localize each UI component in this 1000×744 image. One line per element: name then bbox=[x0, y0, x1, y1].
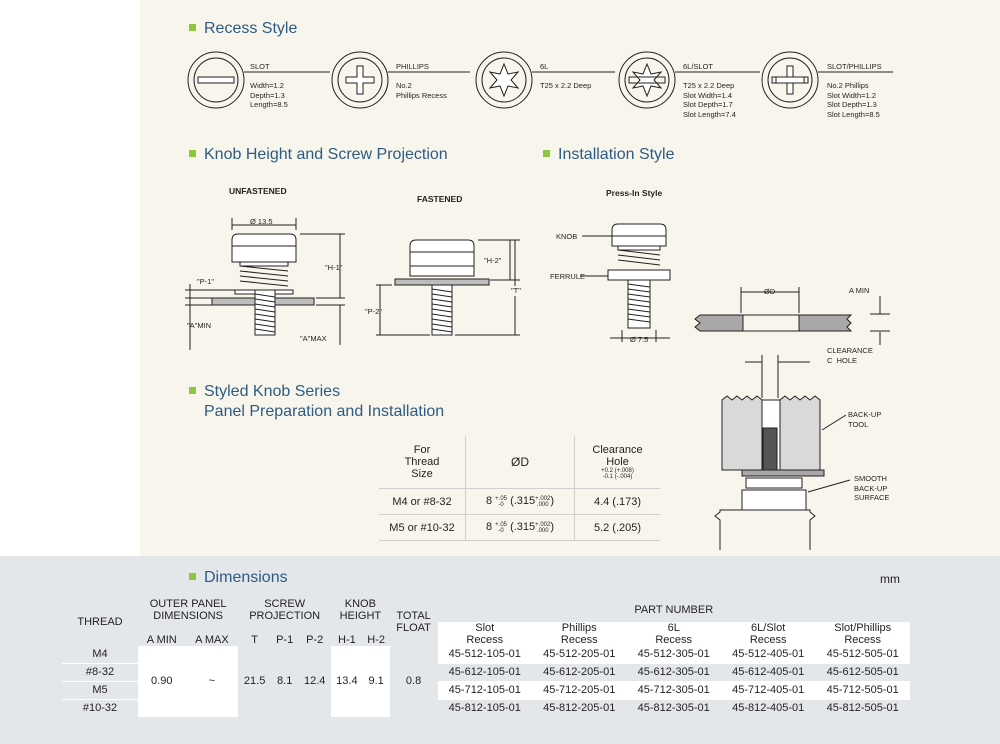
panel-prep-title-2: Panel Preparation and Installation bbox=[204, 403, 445, 420]
bullet-icon bbox=[189, 150, 196, 157]
panel-hole-drawing bbox=[694, 287, 890, 345]
ferrule-callout: FERRULE bbox=[550, 272, 586, 281]
amin-label: "A"MIN bbox=[187, 321, 212, 330]
panel-amin-label: A MIN bbox=[849, 286, 870, 295]
ferrule-diameter-label: Ø 7.5 bbox=[630, 335, 649, 344]
p2-label: "P-2" bbox=[365, 307, 382, 316]
t-label: "T" bbox=[511, 286, 521, 296]
knob-height-title: Knob Height and Screw Projection bbox=[204, 146, 448, 163]
unfastened-knob-drawing bbox=[185, 218, 345, 350]
press-in-drawing bbox=[580, 223, 671, 342]
amax-label: "A"MAX bbox=[300, 334, 327, 343]
6l-slot-recess-icon bbox=[618, 51, 760, 109]
knob-diameter-label: Ø 13.5 bbox=[250, 217, 273, 226]
dimensions-title: Dimensions bbox=[204, 569, 288, 586]
fastened-caption: FASTENED bbox=[417, 194, 463, 204]
slot-recess-icon bbox=[187, 51, 330, 109]
slot-phillips-recess-icon bbox=[761, 51, 893, 109]
table-row: M4 0.90 ~ 21.5 8.1 12.4 13.4 9.1 0.8 45-… bbox=[62, 646, 910, 717]
bullet-icon bbox=[189, 24, 196, 31]
knob-height-heading: Knob Height and Screw Projection bbox=[189, 145, 448, 165]
press-in-caption: Press-In Style bbox=[606, 188, 663, 198]
bullet-icon bbox=[189, 387, 196, 394]
thread-header: THREAD bbox=[77, 616, 123, 628]
p1-label: "P-1" bbox=[197, 277, 214, 286]
panel-prep-row: M5 or #10-32 8 +.05-0 (.315+.002.000) 5.… bbox=[379, 514, 660, 541]
installation-style-title: Installation Style bbox=[558, 146, 675, 163]
part-number-header: PART NUMBER bbox=[634, 604, 714, 616]
recess-style-heading: Recess Style bbox=[189, 19, 297, 39]
h2-label: "H-2" bbox=[484, 256, 502, 265]
knob-callout: KNOB bbox=[556, 232, 578, 241]
dimensions-heading: Dimensions bbox=[189, 568, 288, 588]
unit-label: mm bbox=[880, 572, 900, 586]
fastened-knob-drawing bbox=[376, 239, 520, 336]
od-label: ØD bbox=[764, 287, 776, 296]
unfastened-caption: UNFASTENED bbox=[229, 186, 287, 196]
6l-recess-icon bbox=[475, 51, 615, 109]
h1-label: "H-1" bbox=[325, 263, 343, 272]
od-header: ØD bbox=[465, 436, 575, 489]
panel-prep-row: M4 or #8-32 8 +.05-0 (.315+.002.000) 4.4… bbox=[379, 488, 660, 515]
installation-style-heading: Installation Style bbox=[543, 145, 675, 165]
panel-prep-title-1: Styled Knob Series bbox=[204, 383, 341, 400]
bullet-icon bbox=[543, 150, 550, 157]
phillips-recess-icon bbox=[331, 51, 470, 109]
backup-tool-drawing bbox=[714, 355, 851, 550]
recess-style-title: Recess Style bbox=[204, 20, 298, 37]
bullet-icon bbox=[189, 573, 196, 580]
